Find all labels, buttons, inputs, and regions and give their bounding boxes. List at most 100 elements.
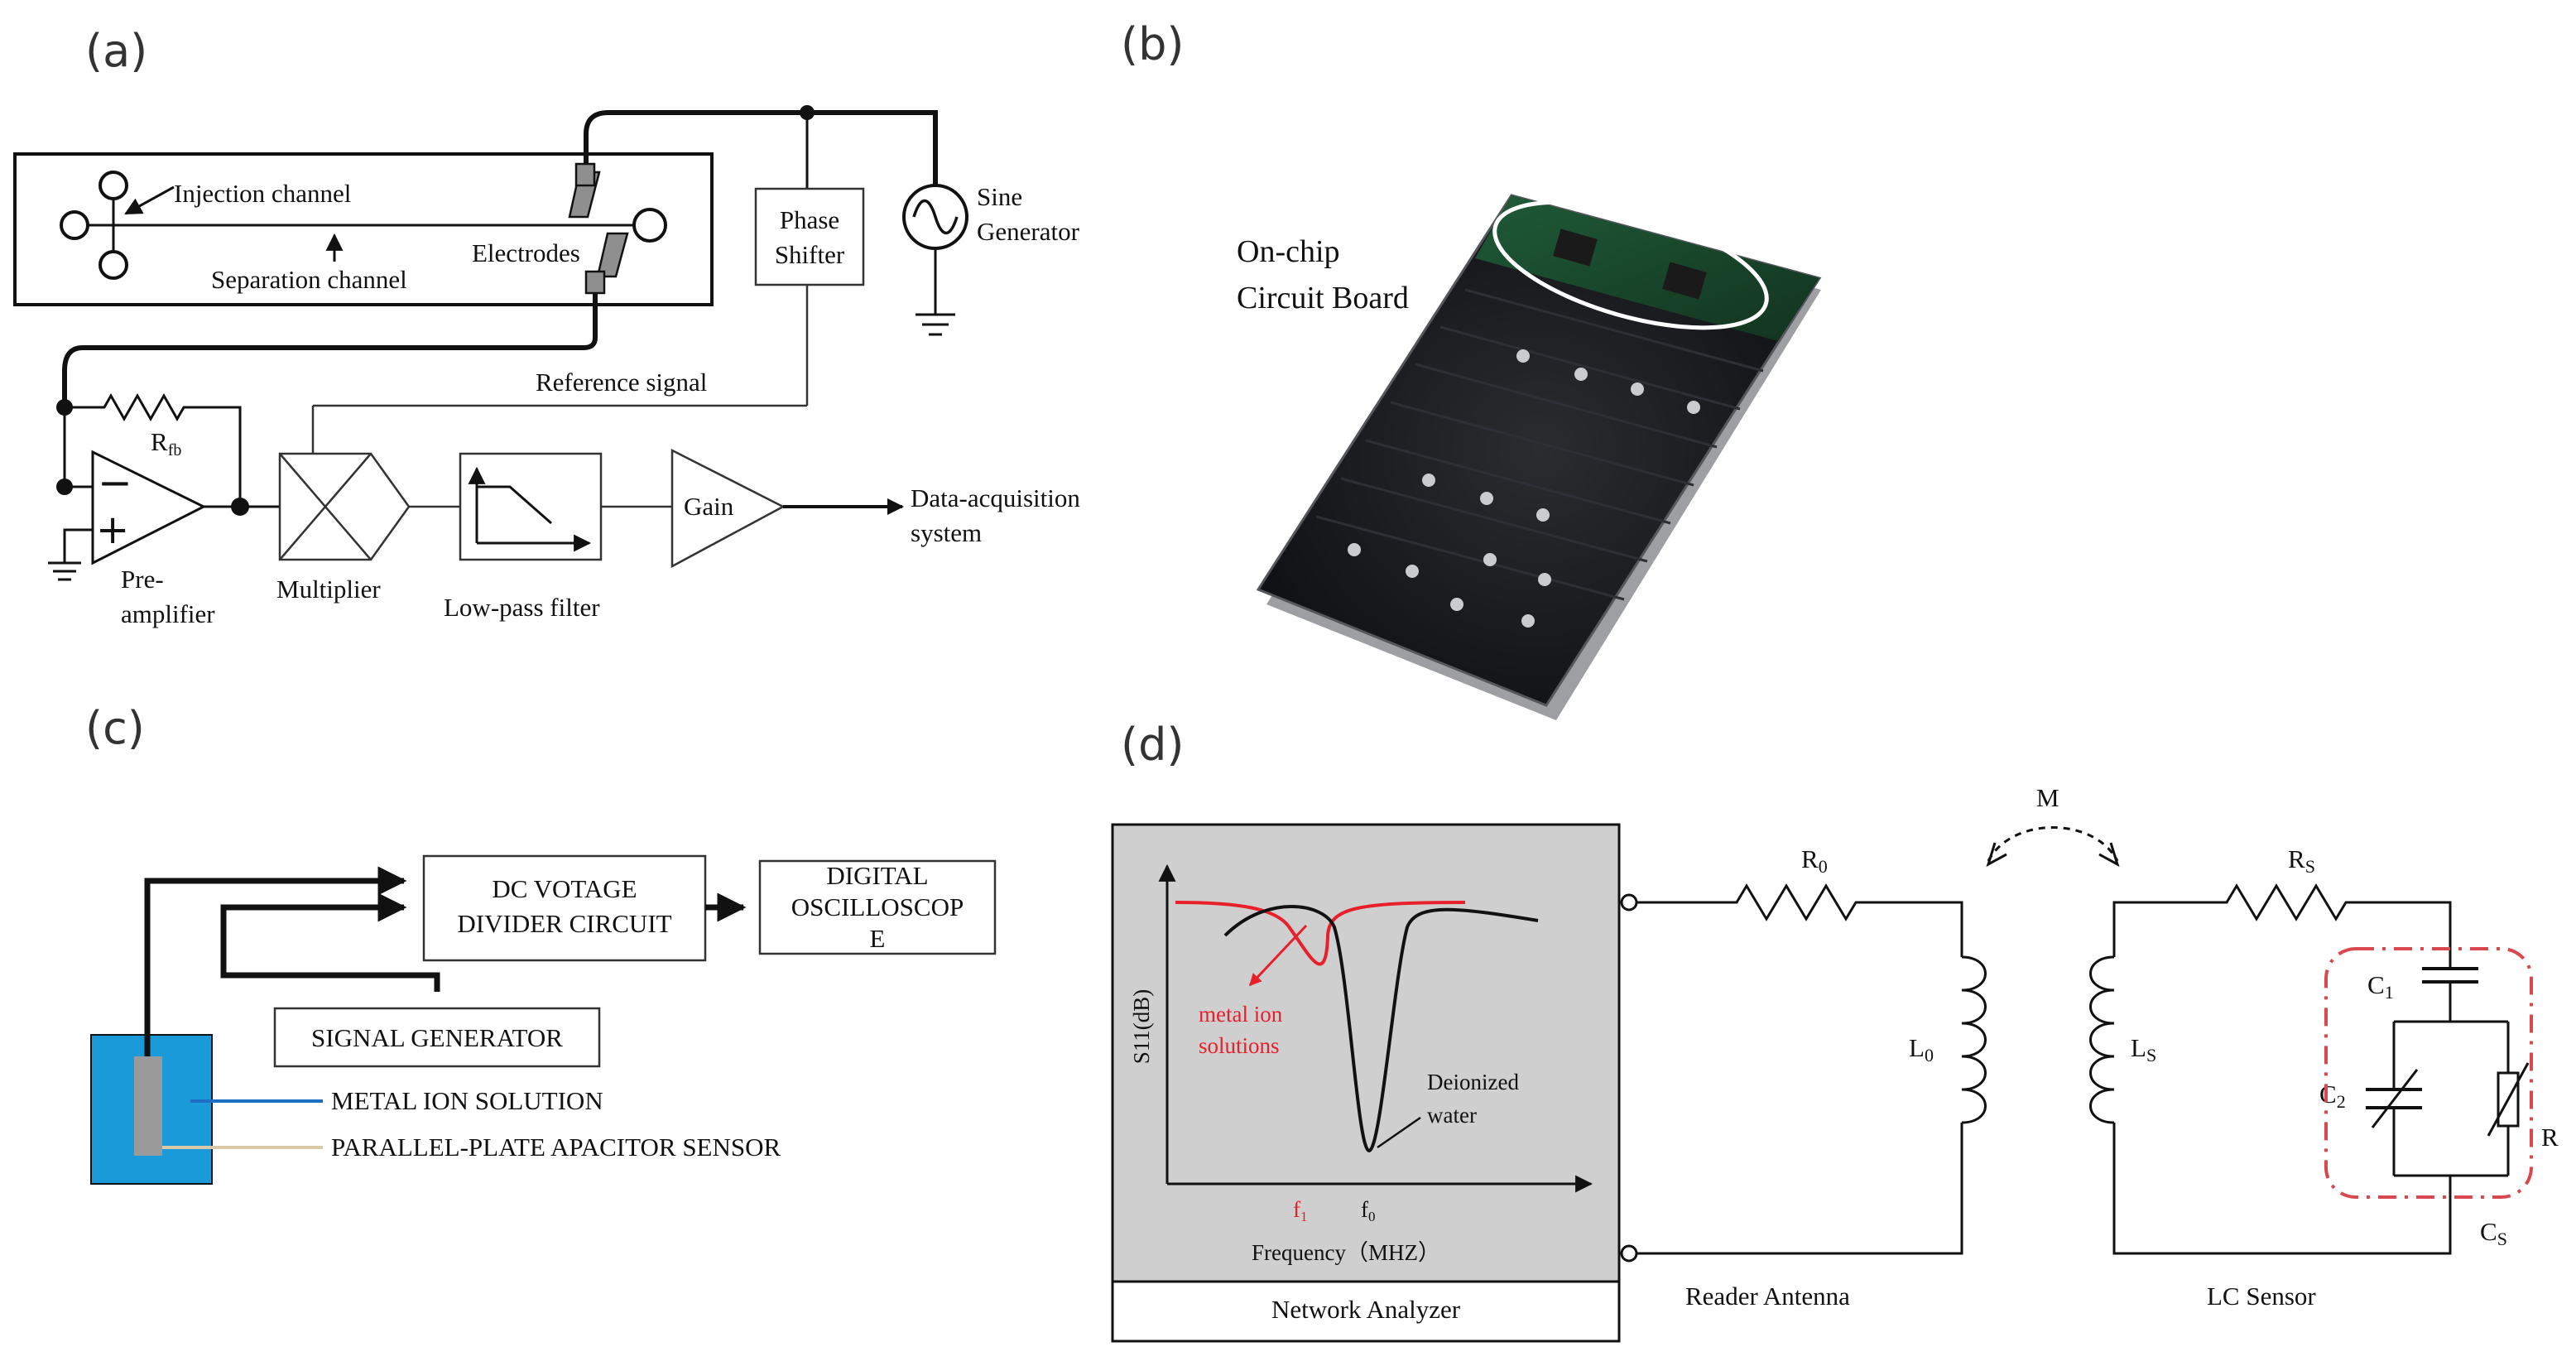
- phase-shifter-block: [754, 187, 865, 286]
- ground-wire: [63, 528, 93, 563]
- f1-label: f1: [1293, 1197, 1308, 1224]
- ls-label: LS: [2131, 1033, 2156, 1065]
- mutual-inductance-arc: [1987, 826, 2119, 862]
- sensor-wire: [144, 866, 407, 1056]
- dc-divider-label-1: DC VOTAGE: [492, 874, 637, 903]
- r0-resistor-icon: [1636, 883, 1963, 957]
- pre-amplifier-symbol: [91, 450, 207, 565]
- ic-chip: [1553, 228, 1598, 267]
- reader-return-wire: [1636, 1123, 1963, 1255]
- metal-ion-solution-label: METAL ION SOLUTION: [331, 1086, 603, 1115]
- sine-generator-label-2: Generator: [977, 217, 1080, 246]
- multiplier-block: [278, 452, 411, 561]
- circuit-highlight-ellipse: [1492, 200, 1769, 330]
- chip-caption-1: On-chip: [1237, 234, 1340, 269]
- metal-ion-label-1: metal ion: [1199, 1002, 1283, 1027]
- microfluidic-chip-photo: [1256, 194, 1822, 720]
- ic-chip: [1662, 262, 1707, 300]
- deionized-label-2: water: [1427, 1103, 1477, 1128]
- mutual-inductance-label: M: [2036, 783, 2059, 812]
- metal-ion-curve: [1175, 901, 1466, 966]
- chip-reservoirs: [60, 171, 667, 280]
- variable-resistor-slash: [2487, 1062, 2530, 1137]
- oscilloscope-label-3: E: [870, 924, 886, 953]
- generator-wire: [220, 892, 440, 992]
- reader-antenna-label: Reader Antenna: [1685, 1282, 1850, 1311]
- electrodes-icon: [568, 162, 629, 295]
- network-analyzer-base: [1111, 1280, 1621, 1343]
- electrodes-label: Electrodes: [472, 238, 580, 267]
- mutual-arrowhead: [1986, 842, 2007, 868]
- signal-generator-block: [273, 1007, 601, 1068]
- oscilloscope-block: [758, 859, 997, 955]
- gain-block: [670, 448, 786, 569]
- port-terminal: [1620, 1244, 1638, 1263]
- feedback-resistor-icon: [65, 392, 242, 507]
- panel-c-label: (c): [85, 702, 145, 754]
- frequency-axis-label: Frequency（MHZ）: [1252, 1240, 1440, 1265]
- panel-a-label: (a): [85, 25, 147, 77]
- electrode-pads: [1348, 349, 1700, 628]
- pickup-wire: [62, 293, 598, 407]
- injection-arrow: [124, 185, 175, 215]
- multiplier-cross: [279, 453, 372, 560]
- ground-icon: [48, 561, 81, 581]
- signal-generator-label: SIGNAL GENERATOR: [311, 1023, 563, 1052]
- ls-inductor-icon: [2089, 955, 2115, 1124]
- s11-axis-label: S11(dB): [1129, 989, 1154, 1065]
- network-analyzer-screen: [1111, 823, 1621, 1283]
- c1-label: C1: [2367, 970, 2394, 1003]
- pre-amplifier-label-2: amplifier: [121, 599, 215, 628]
- chip-caption-2: Circuit Board: [1237, 281, 1409, 315]
- multiplier-label: Multiplier: [276, 575, 381, 604]
- oscilloscope-label-1: DIGITAL: [826, 861, 928, 890]
- minus-sign: −: [98, 459, 132, 507]
- dc-divider-block: [422, 854, 707, 962]
- dc-divider-label-2: DIVIDER CIRCUIT: [457, 909, 671, 938]
- panel-d-label: (d): [1121, 719, 1184, 771]
- port-terminal: [1620, 893, 1638, 911]
- r0-label: R0: [1801, 844, 1828, 877]
- oscilloscope-label-2: OSCILLOSCOP: [791, 892, 964, 921]
- deionized-label-1: Deionized: [1427, 1070, 1519, 1094]
- separation-channel-label: Separation channel: [211, 265, 407, 294]
- sine-generator-icon: [902, 184, 968, 336]
- filter-response: [477, 485, 552, 525]
- panel-c: (c) METAL ION SOLUTION PARALLEL-PLATE AP…: [85, 702, 997, 1185]
- network-analyzer-label: Network Analyzer: [1271, 1295, 1461, 1324]
- panel-b: (b) On-chip Circuit Board: [1121, 18, 1822, 720]
- panel-a: (a) Injection channel Separation channel…: [13, 25, 1080, 628]
- phase-shifter-label-1: Phase: [780, 205, 839, 234]
- daq-label-1: Data-acquisition: [911, 483, 1080, 512]
- c2-label: C2: [2319, 1080, 2346, 1112]
- injection-channel-label: Injection channel: [174, 179, 351, 208]
- metal-ion-arrow: [1248, 924, 1308, 987]
- panel-d: (d) Network Analyzer S11(dB) Frequency（M…: [1111, 719, 2559, 1343]
- deionized-pointer: [1377, 1116, 1421, 1149]
- c2-variable-slash: [2371, 1069, 2419, 1128]
- daq-label-2: system: [911, 518, 982, 547]
- sensing-element-dashed-outline: [2324, 947, 2533, 1199]
- rs-label: RS: [2288, 844, 2315, 877]
- panel-b-label: (b): [1121, 18, 1184, 70]
- phase-shifter-label-2: Shifter: [775, 240, 845, 269]
- sensor-electrode: [134, 1056, 162, 1156]
- l0-inductor-icon: [1961, 955, 1987, 1124]
- rs-resistor-icon: [2112, 883, 2452, 969]
- deionized-water-curve: [1223, 905, 1539, 1153]
- parallel-branch-wires: [2392, 1020, 2510, 1177]
- pre-amplifier-label-1: Pre-: [121, 565, 164, 594]
- sine-generator-label-1: Sine: [977, 182, 1022, 211]
- l0-label: L0: [1909, 1033, 1934, 1065]
- gain-label: Gain: [684, 492, 734, 521]
- excitation-wire: [584, 110, 938, 199]
- sensor-return-wire: [2112, 1123, 2452, 1255]
- low-pass-filter-label: Low-pass filter: [444, 593, 600, 622]
- lc-sensor-label: LC Sensor: [2207, 1282, 2316, 1311]
- channel-traces: [1315, 288, 1764, 601]
- cs-label: CS: [2480, 1217, 2507, 1249]
- reference-signal-label: Reference signal: [536, 368, 707, 397]
- plus-sign: +: [96, 507, 129, 553]
- f0-label: f0: [1361, 1197, 1376, 1224]
